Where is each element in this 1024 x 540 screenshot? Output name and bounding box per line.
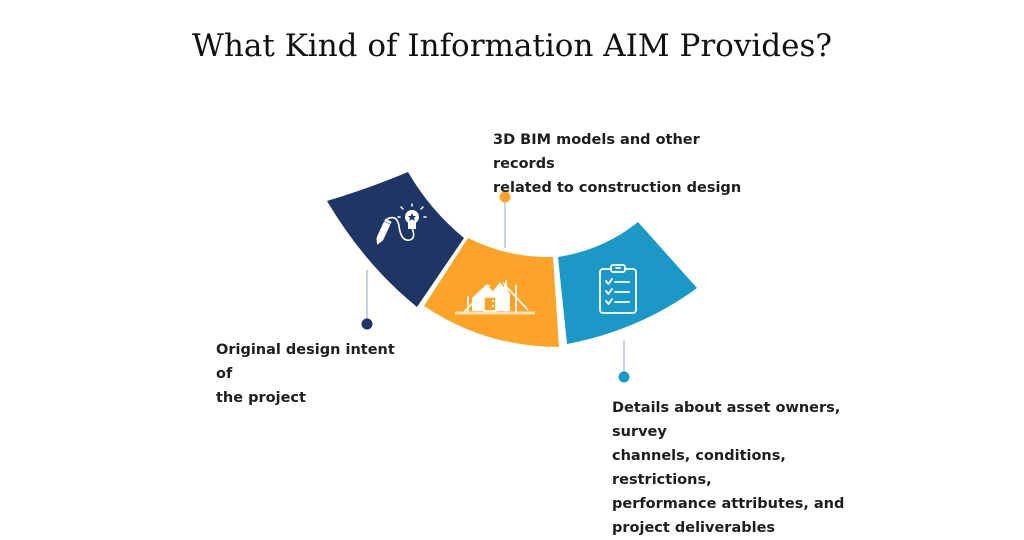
- house-construction-icon: [455, 280, 535, 315]
- connector-dot-details: [618, 371, 630, 383]
- connector-dot-bim: [499, 191, 511, 203]
- segment-design-intent: [327, 172, 464, 307]
- label-line: 3D BIM models and other records: [493, 132, 700, 172]
- label-line: the project: [216, 390, 306, 406]
- label-line: performance attributes, and: [612, 496, 845, 512]
- clipboard-checklist-icon: [599, 264, 637, 314]
- page-title: What Kind of Information AIM Provides?: [192, 28, 832, 64]
- segment-asset-details: [558, 222, 697, 344]
- label-line: Original design intent of: [216, 342, 395, 382]
- label-line: project deliverables: [612, 520, 776, 536]
- label-line: channels, conditions, restrictions,: [612, 448, 786, 488]
- label-line: Details about asset owners, survey: [612, 400, 841, 440]
- connector-dot-intent: [361, 318, 373, 330]
- pencil-lightbulb-icon: [376, 203, 427, 245]
- label-asset-details: Details about asset owners, survey chann…: [612, 396, 882, 540]
- label-line: related to construction design: [493, 180, 742, 196]
- label-bim-models: 3D BIM models and other records related …: [493, 128, 763, 200]
- label-design-intent: Original design intent of the project: [216, 338, 416, 410]
